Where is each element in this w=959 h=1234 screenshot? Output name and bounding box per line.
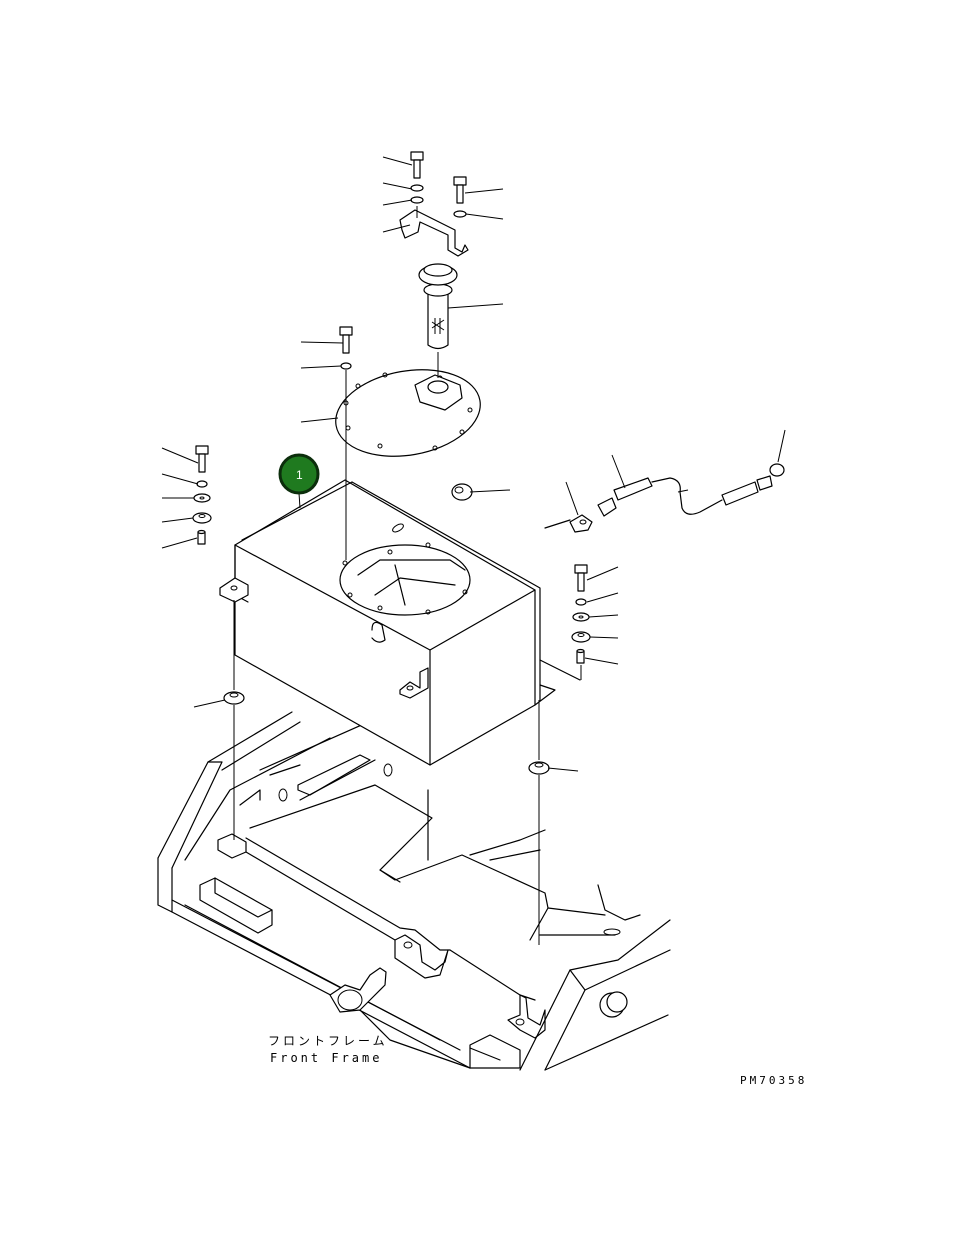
front-frame-label-en: Front Frame — [270, 1051, 382, 1065]
lock-washer-top-left — [410, 184, 424, 192]
spacer-right-mount — [576, 648, 585, 664]
callout-number: 1 — [296, 468, 303, 482]
breather-hose-assembly — [544, 463, 785, 533]
bolt-top-right — [453, 176, 467, 204]
spacer-left-mount — [197, 529, 206, 545]
bolt-top-left — [410, 151, 424, 179]
lock-washer-right-mount — [575, 598, 587, 606]
lock-washer-top-right — [453, 210, 467, 218]
cushion-lower-right — [528, 761, 550, 775]
washer-right-mount — [572, 612, 590, 622]
bolt-cover — [339, 326, 353, 354]
cushion-lower-left — [223, 691, 245, 705]
grommet — [451, 483, 473, 501]
front-frame-label-jp: フロントフレーム — [268, 1034, 388, 1048]
strainer-element — [418, 263, 458, 350]
hydraulic-tank[interactable] — [219, 479, 581, 766]
cushion-left-mount — [192, 512, 212, 524]
assembly-guide-lines — [233, 206, 582, 945]
bolt-right-mount — [574, 564, 588, 592]
front-frame — [157, 699, 671, 1071]
cushion-right-mount — [571, 631, 591, 643]
bolt-left-mount — [195, 445, 209, 473]
callout-badge-1[interactable]: 1 — [278, 453, 320, 495]
strainer-bracket — [399, 209, 469, 257]
washer-left-mount — [193, 493, 211, 503]
drawing-code: PM70358 — [740, 1074, 807, 1087]
washer-top-left — [410, 196, 424, 204]
lock-washer-left-mount — [196, 480, 208, 488]
leader-lines — [161, 156, 786, 772]
lock-washer-cover — [340, 362, 352, 370]
tank-cover-plate — [335, 369, 481, 457]
